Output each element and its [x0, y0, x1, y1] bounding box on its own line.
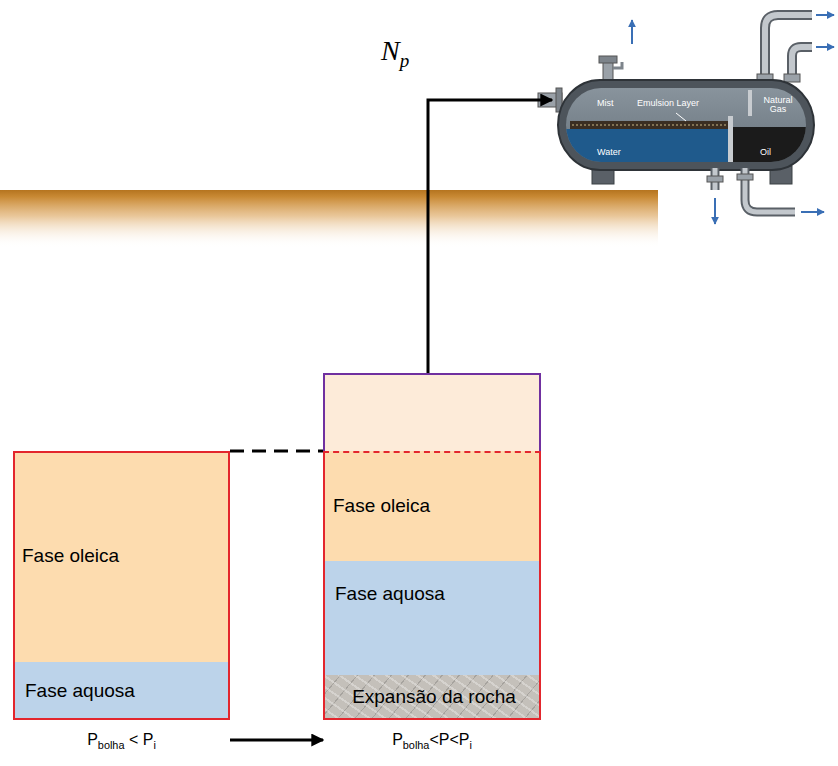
ground-surface — [0, 190, 658, 248]
water-phase: Fase aquosa — [13, 662, 230, 720]
separator-label: Oil — [760, 148, 771, 157]
drawing-part — [566, 88, 806, 162]
drawing-part — [728, 116, 733, 162]
subscript: i — [153, 739, 155, 751]
drawing-part — [566, 129, 732, 162]
rock-expansion: Expansão da rocha — [323, 675, 541, 720]
phase-label: Fase oleica — [333, 495, 430, 518]
drawing-part — [572, 124, 728, 126]
oil-phase: Fase oleica — [13, 451, 230, 662]
drawing-part — [676, 113, 686, 121]
level-dash — [230, 450, 323, 453]
separator-label: Mist — [597, 99, 614, 108]
drawing-part — [558, 80, 814, 170]
drawing-part — [801, 211, 824, 213]
drawing-part — [816, 46, 834, 48]
flow-arrow — [230, 739, 323, 742]
separator-drawing — [538, 15, 834, 224]
subscript: bolha — [98, 739, 125, 751]
drawing-part — [599, 56, 617, 63]
subscript: i — [469, 739, 471, 751]
produced-volume — [323, 373, 541, 453]
drawing-part — [737, 174, 753, 180]
initial-state-box: Pbolha < Pi Fase oleicaFase aquosa — [13, 451, 230, 761]
drawing-part — [816, 14, 834, 16]
phase-label: Fase aquosa — [335, 583, 445, 606]
separator-label: Water — [597, 148, 621, 157]
subscript: p — [400, 50, 410, 71]
drawing-part — [714, 198, 716, 224]
drawing-part — [631, 20, 633, 44]
flow-arrow — [428, 100, 552, 373]
depleted-state-box: Pbolha<P<Pi Fase oleicaFase aquosaExpansã… — [323, 373, 541, 761]
separator-label: Natural Gas — [755, 96, 801, 115]
separator-vessel: Mist Emulsion Layer Natural GasWater Oil — [552, 10, 838, 228]
drawing-part — [784, 74, 800, 82]
drawing-part — [765, 15, 812, 82]
oil-phase: Fase oleica — [323, 451, 541, 561]
pressure-condition: Pbolha<P<Pi — [323, 731, 541, 749]
phase-label: Fase oleica — [22, 545, 119, 568]
drawing-part — [570, 121, 730, 129]
pressure-condition: Pbolha < Pi — [13, 731, 230, 749]
drawing-part — [765, 15, 812, 82]
production-label: Np — [378, 36, 412, 67]
drawing-part — [732, 127, 806, 162]
drawing-part — [707, 176, 723, 182]
phase-label: Fase aquosa — [25, 680, 135, 703]
subscript: bolha — [403, 739, 430, 751]
phase-label: Expansão da rocha — [352, 686, 516, 709]
separator-label: Emulsion Layer — [637, 99, 699, 108]
drawing-part — [748, 90, 752, 116]
drawing-part — [613, 62, 622, 68]
water-phase: Fase aquosa — [323, 561, 541, 675]
